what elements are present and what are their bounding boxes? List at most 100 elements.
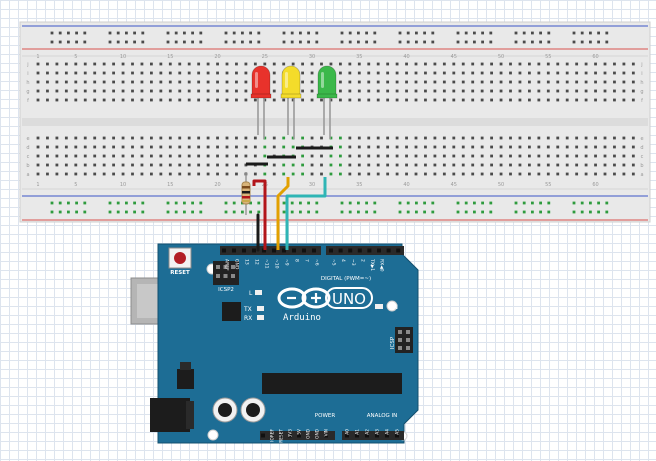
rail-hole[interactable] (357, 31, 360, 35)
breadboard-hole[interactable] (471, 62, 475, 66)
breadboard-hole[interactable] (150, 71, 153, 75)
rail-hole[interactable] (456, 210, 460, 214)
wire-pin-11[interactable] (285, 177, 327, 250)
breadboard-hole[interactable] (622, 98, 626, 102)
breadboard-hole[interactable] (556, 154, 560, 158)
breadboard-hole[interactable] (55, 154, 59, 158)
breadboard-hole[interactable] (216, 136, 219, 140)
breadboard-hole[interactable] (452, 172, 456, 176)
breadboard-hole[interactable] (310, 136, 314, 140)
breadboard-hole[interactable] (216, 62, 219, 66)
breadboard-hole[interactable] (376, 80, 380, 84)
breadboard-hole[interactable] (112, 172, 115, 176)
breadboard-hole[interactable] (414, 80, 418, 84)
rail-hole[interactable] (290, 40, 294, 44)
breadboard-hole[interactable] (339, 145, 342, 149)
breadboard-hole[interactable] (244, 136, 248, 140)
breadboard-hole[interactable] (556, 163, 560, 167)
breadboard-hole[interactable] (357, 89, 361, 93)
breadboard-hole[interactable] (178, 136, 182, 140)
breadboard-hole[interactable] (244, 154, 248, 158)
breadboard-hole[interactable] (575, 71, 579, 75)
breadboard-hole[interactable] (546, 71, 550, 75)
breadboard-hole[interactable] (480, 71, 484, 75)
breadboard-hole[interactable] (603, 80, 607, 84)
breadboard-hole[interactable] (537, 98, 541, 102)
breadboard-hole[interactable] (235, 62, 238, 66)
breadboard-hole[interactable] (499, 62, 503, 66)
rail-hole[interactable] (83, 210, 87, 214)
rail-hole[interactable] (307, 31, 310, 35)
rail-hole[interactable] (514, 201, 518, 205)
breadboard-hole[interactable] (556, 172, 560, 176)
breadboard-hole[interactable] (490, 154, 493, 158)
breadboard-hole[interactable] (537, 163, 541, 167)
breadboard-hole[interactable] (178, 163, 182, 167)
rail-hole[interactable] (50, 210, 54, 214)
breadboard-hole[interactable] (55, 89, 59, 93)
breadboard-hole[interactable] (395, 71, 399, 75)
breadboard-hole[interactable] (594, 154, 597, 158)
breadboard-hole[interactable] (357, 80, 361, 84)
breadboard-hole[interactable] (348, 136, 352, 140)
breadboard-hole[interactable] (150, 80, 153, 84)
breadboard-hole[interactable] (112, 98, 115, 102)
breadboard-hole[interactable] (253, 136, 257, 140)
icsp-pin[interactable] (398, 346, 402, 350)
breadboard-hole[interactable] (471, 89, 475, 93)
breadboard-hole[interactable] (197, 71, 201, 75)
rail-hole[interactable] (348, 201, 352, 205)
breadboard-hole[interactable] (93, 89, 97, 93)
rail-hole[interactable] (431, 210, 435, 214)
breadboard-hole[interactable] (509, 80, 512, 84)
breadboard-hole[interactable] (386, 98, 390, 102)
header-pin-hole[interactable] (329, 248, 333, 253)
rail-hole[interactable] (423, 31, 426, 35)
breadboard-hole[interactable] (584, 163, 588, 167)
breadboard-hole[interactable] (480, 145, 484, 149)
breadboard-hole[interactable] (480, 136, 484, 140)
breadboard-hole[interactable] (93, 80, 97, 84)
breadboard-hole[interactable] (499, 98, 503, 102)
breadboard-hole[interactable] (480, 89, 484, 93)
breadboard-hole[interactable] (518, 136, 522, 140)
breadboard-hole[interactable] (537, 154, 541, 158)
breadboard-hole[interactable] (102, 163, 106, 167)
rail-hole[interactable] (67, 40, 70, 44)
breadboard-hole[interactable] (339, 71, 342, 75)
breadboard-hole[interactable] (490, 172, 493, 176)
breadboard-hole[interactable] (490, 80, 493, 84)
breadboard-hole[interactable] (272, 163, 276, 167)
breadboard-hole[interactable] (528, 98, 531, 102)
rail-hole[interactable] (199, 201, 203, 205)
rail-hole[interactable] (125, 40, 128, 44)
rail-hole[interactable] (589, 31, 592, 35)
breadboard-hole[interactable] (461, 89, 465, 93)
rail-hole[interactable] (166, 201, 170, 205)
breadboard-hole[interactable] (339, 163, 342, 167)
rail-hole[interactable] (125, 210, 128, 214)
breadboard-hole[interactable] (244, 62, 248, 66)
rail-hole[interactable] (58, 210, 62, 214)
breadboard-hole[interactable] (64, 98, 68, 102)
breadboard-hole[interactable] (216, 154, 219, 158)
breadboard-hole[interactable] (556, 80, 560, 84)
breadboard-hole[interactable] (112, 154, 115, 158)
breadboard-hole[interactable] (537, 62, 541, 66)
breadboard-hole[interactable] (509, 154, 512, 158)
breadboard-hole[interactable] (150, 163, 153, 167)
breadboard-hole[interactable] (613, 71, 616, 75)
breadboard-hole[interactable] (575, 145, 579, 149)
breadboard-hole[interactable] (121, 71, 125, 75)
rail-hole[interactable] (406, 210, 410, 214)
breadboard-hole[interactable] (64, 136, 68, 140)
rail-hole[interactable] (307, 201, 310, 205)
rail-hole[interactable] (141, 201, 145, 205)
rail-hole[interactable] (473, 40, 476, 44)
breadboard-hole[interactable] (376, 172, 380, 176)
rail-hole[interactable] (489, 210, 493, 214)
rail-hole[interactable] (373, 31, 377, 35)
breadboard-hole[interactable] (168, 145, 172, 149)
breadboard-hole[interactable] (509, 89, 512, 93)
breadboard-hole[interactable] (235, 154, 238, 158)
